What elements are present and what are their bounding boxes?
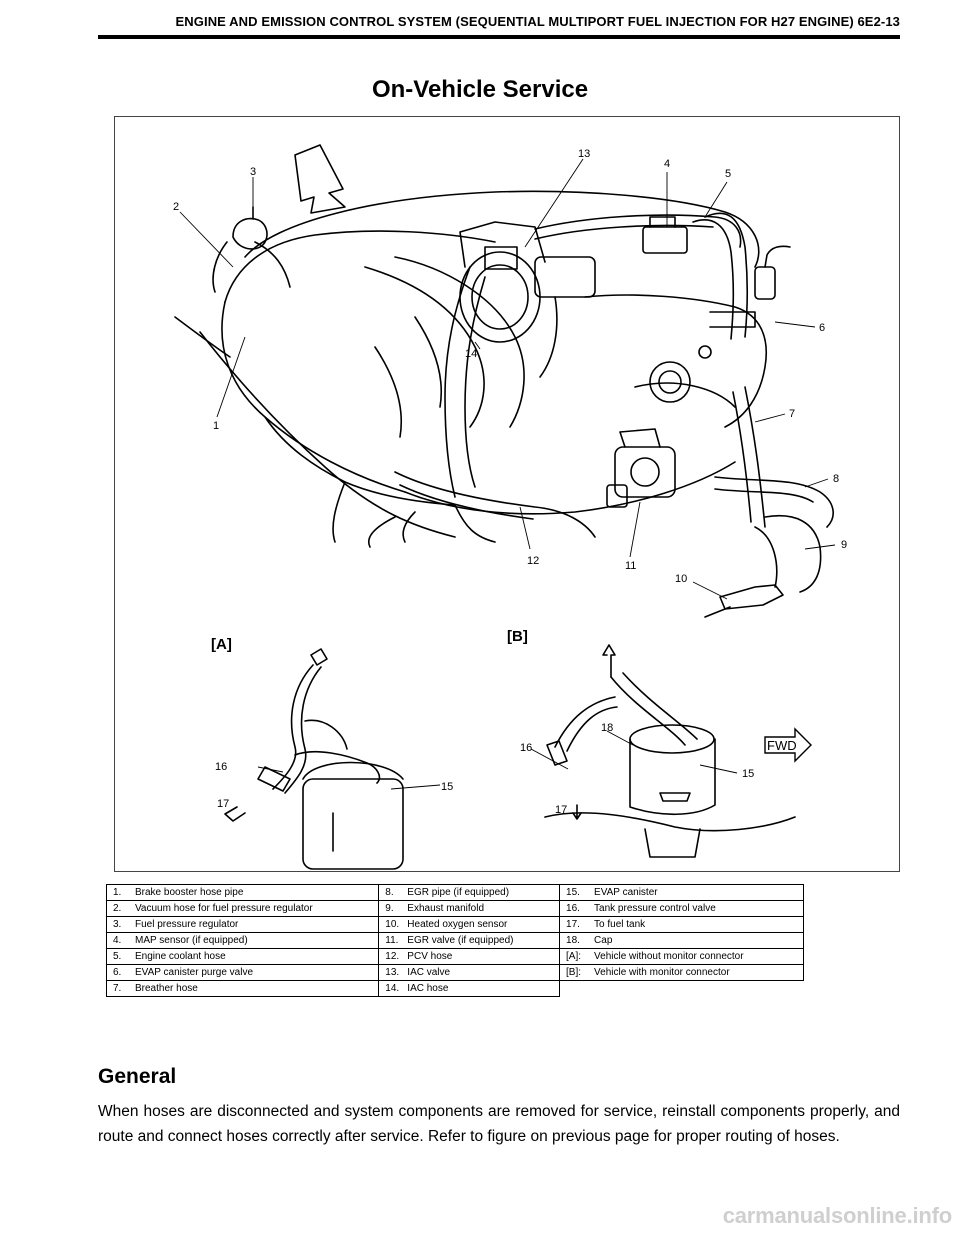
legend-cell: 15.EVAP canister [559, 884, 804, 901]
callout-18: 18 [601, 722, 613, 734]
legend-row: 3.Fuel pressure regulator 10.Heated oxyg… [105, 916, 804, 933]
header-rule [98, 35, 900, 39]
engine-diagram-figure: FWD 1 2 3 4 5 6 7 8 9 10 11 12 13 14 [A]… [114, 116, 900, 872]
callout-7: 7 [789, 408, 795, 420]
legend-cell: 1.Brake booster hose pipe [105, 884, 380, 901]
legend-cell: 18.Cap [559, 932, 804, 949]
legend-cell: 7.Breather hose [105, 980, 380, 997]
legend-cell: 9.Exhaust manifold [378, 900, 561, 917]
legend-row: 5.Engine coolant hose 12.PCV hose [A]:Ve… [105, 948, 804, 965]
legend-cell: 5.Engine coolant hose [105, 948, 380, 965]
callout-16b: 16 [520, 742, 532, 754]
section-body-text: When hoses are disconnected and system c… [98, 1103, 900, 1145]
legend-cell: 14.IAC hose [378, 980, 561, 997]
page-title: On-Vehicle Service [371, 76, 589, 103]
legend-row: 7.Breather hose 14.IAC hose [105, 980, 804, 997]
legend-cell: 16.Tank pressure control valve [559, 900, 804, 917]
legend-row: 4.MAP sensor (if equipped) 11.EGR valve … [105, 932, 804, 949]
callout-14: 14 [465, 348, 477, 360]
callout-2: 2 [173, 201, 179, 213]
leader-lines [179, 158, 836, 790]
callout-8: 8 [833, 473, 839, 485]
callout-4: 4 [664, 158, 670, 170]
legend-cell: 10.Heated oxygen sensor [378, 916, 561, 933]
legend-row: 6.EVAP canister purge valve 13.IAC valve… [105, 964, 804, 981]
legend-cell: 11.EGR valve (if equipped) [378, 932, 561, 949]
legend-cell: [B]:Vehicle with monitor connector [559, 964, 804, 981]
callout-3: 3 [250, 166, 256, 178]
callout-15a: 15 [441, 781, 453, 793]
view-a-label: [A] [211, 636, 232, 653]
callout-5: 5 [725, 168, 731, 180]
callout-13: 13 [578, 148, 590, 160]
legend-table: 1.Brake booster hose pipe 8.EGR pipe (if… [105, 884, 804, 997]
legend-cell: 3.Fuel pressure regulator [105, 916, 380, 933]
legend-cell: 6.EVAP canister purge valve [105, 964, 380, 981]
engine-diagram: FWD 1 2 3 4 5 6 7 8 9 10 11 12 13 14 [A]… [173, 144, 847, 870]
detail-a-drawing [224, 648, 404, 870]
legend-cell: 4.MAP sensor (if equipped) [105, 932, 380, 949]
legend-row: 1.Brake booster hose pipe 8.EGR pipe (if… [105, 884, 804, 901]
callout-12: 12 [527, 555, 539, 567]
legend-cell-empty [560, 981, 804, 997]
legend-cell: 13.IAC valve [378, 964, 561, 981]
legend-cell: 12.PCV hose [378, 948, 561, 965]
callout-9: 9 [841, 539, 847, 551]
engine-drawing [174, 144, 834, 618]
section-heading: General [98, 1065, 177, 1088]
callout-1: 1 [213, 420, 219, 432]
callout-15b: 15 [742, 768, 754, 780]
legend-cell: 17.To fuel tank [559, 916, 804, 933]
page-header-title: ENGINE AND EMISSION CONTROL SYSTEM (SEQU… [175, 14, 900, 29]
fwd-label: FWD [767, 738, 797, 753]
legend-cell: [A]:Vehicle without monitor connector [559, 948, 804, 965]
callout-16a: 16 [215, 761, 227, 773]
callout-6: 6 [819, 322, 825, 334]
fwd-arrow-b: FWD [764, 727, 812, 763]
callout-17a: 17 [217, 798, 229, 810]
fwd-arrow-top [294, 144, 346, 214]
detail-b-drawing [544, 644, 796, 858]
callout-17b: 17 [555, 804, 567, 816]
legend-row: 2.Vacuum hose for fuel pressure regulato… [105, 900, 804, 917]
callout-10: 10 [675, 573, 687, 585]
site-watermark: carmanualsonline.info [722, 1203, 952, 1228]
legend-cell: 8.EGR pipe (if equipped) [378, 884, 561, 901]
view-b-label: [B] [507, 628, 528, 645]
callout-11: 11 [625, 560, 636, 572]
legend-cell: 2.Vacuum hose for fuel pressure regulato… [105, 900, 380, 917]
